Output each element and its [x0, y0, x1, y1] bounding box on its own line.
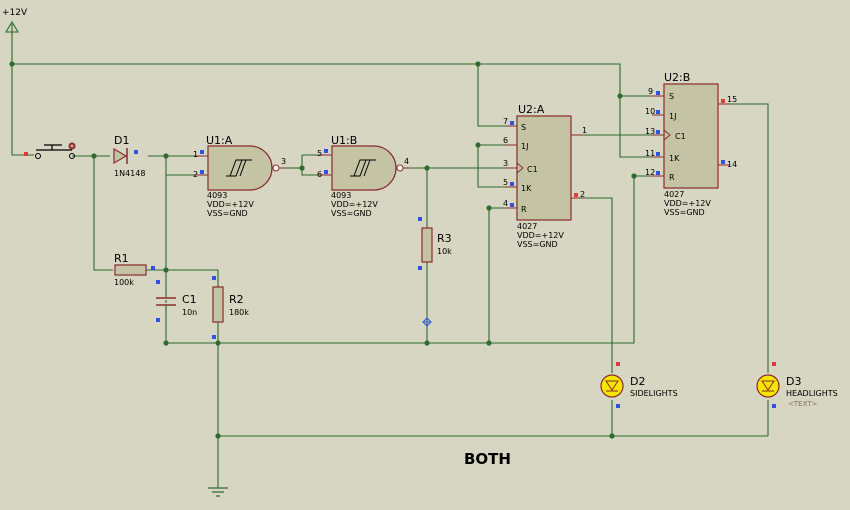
u2a-pin-4: 4	[503, 199, 508, 208]
u1b-pin-5: 5	[317, 149, 322, 158]
u1a-vdd: VDD=+12V	[207, 200, 254, 209]
u2b-pin-10: 10	[645, 107, 655, 116]
u2a-name-1j: 1J	[521, 142, 528, 151]
d1-value: 1N4148	[114, 169, 145, 178]
u2a-pin-5: 5	[503, 178, 508, 187]
resistor-r1[interactable]: R1 100k	[114, 252, 155, 287]
u1b-vss: VSS=GND	[331, 209, 372, 218]
d2-value: SIDELIGHTS	[630, 389, 678, 398]
u2a-vdd: VDD=+12V	[517, 231, 564, 240]
power-terminal[interactable]: +12V	[2, 8, 28, 33]
d2-ref: D2	[630, 375, 645, 388]
d3-extra: <TEXT>	[788, 400, 818, 408]
u1a-pin-2: 2	[193, 170, 198, 179]
junctions	[9, 61, 637, 439]
led-d2[interactable]: D2 SIDELIGHTS	[600, 362, 678, 408]
r3-ref: R3	[437, 232, 452, 245]
u1b-pin-4: 4	[404, 157, 409, 166]
u1b-vdd: VDD=+12V	[331, 200, 378, 209]
u2b-pin-9: 9	[648, 87, 653, 96]
gate-u1b[interactable]: U1:B 5 6 4 4093 VDD=+12V VSS=GND	[317, 134, 410, 218]
capacitor-c1[interactable]: C1 10n	[154, 280, 197, 322]
both-label: BOTH	[464, 450, 511, 468]
u1a-part: 4093	[207, 191, 227, 200]
u2b-vss: VSS=GND	[664, 208, 705, 217]
u2a-part: 4027	[517, 222, 537, 231]
u2a-pin-7: 7	[503, 117, 508, 126]
flipflop-u2b[interactable]: U2:B S 1J C1 1K R 9 10 13 11 12 15 14 40…	[645, 71, 737, 217]
ground-symbol	[208, 487, 228, 497]
u1b-part: 4093	[331, 191, 351, 200]
u2a-pin-3: 3	[503, 159, 508, 168]
r1-value: 100k	[114, 278, 134, 287]
u2b-name-1k: 1K	[669, 154, 680, 163]
diode-d1[interactable]: D1 1N4148	[113, 134, 145, 178]
u2a-name-s: S	[521, 123, 526, 132]
u2a-pin-1: 1	[582, 126, 587, 135]
u2b-pin-14: 14	[727, 160, 737, 169]
u1a-ref: U1:A	[206, 134, 233, 147]
u2b-name-c1: C1	[675, 132, 686, 141]
r2-ref: R2	[229, 293, 244, 306]
u2a-name-r: R	[521, 205, 527, 214]
r1-ref: R1	[114, 252, 129, 265]
u1a-pin-3: 3	[281, 157, 286, 166]
u2a-vss: VSS=GND	[517, 240, 558, 249]
wires	[11, 32, 769, 488]
power-label: +12V	[2, 8, 28, 18]
d3-ref: D3	[786, 375, 801, 388]
d1-ref: D1	[114, 134, 129, 147]
u2b-name-s: S	[669, 92, 674, 101]
r3-value: 10k	[437, 247, 452, 256]
c1-ref: C1	[182, 293, 197, 306]
u2b-pin-11: 11	[645, 149, 655, 158]
u2b-pin-12: 12	[645, 168, 655, 177]
d3-value: HEADLIGHTS	[786, 389, 838, 398]
u2a-name-1k: 1K	[521, 184, 532, 193]
u2b-name-1j: 1J	[669, 112, 676, 121]
u2a-pin-6: 6	[503, 136, 508, 145]
u1b-pin-6: 6	[317, 170, 322, 179]
gate-u1a[interactable]: U1:A 1 2 3 4093 VDD=+12V VSS=GND	[193, 134, 286, 218]
u2b-name-r: R	[669, 173, 675, 182]
u2a-name-c1: C1	[527, 165, 538, 174]
u2b-vdd: VDD=+12V	[664, 199, 711, 208]
flipflop-u2a[interactable]: U2:A S 1J C1 1K R 7 6 3 5 4 1 2 4027 VDD…	[503, 103, 587, 249]
c1-value: 10n	[182, 308, 197, 317]
u1a-vss: VSS=GND	[207, 209, 248, 218]
resistor-r2[interactable]: R2 180k	[212, 276, 249, 339]
u2b-ref: U2:B	[664, 71, 690, 84]
u2a-ref: U2:A	[518, 103, 545, 116]
led-d3[interactable]: D3 HEADLIGHTS <TEXT>	[756, 362, 838, 408]
resistor-r3[interactable]: R3 10k	[418, 217, 452, 327]
u2b-part: 4027	[664, 190, 684, 199]
u2b-pin-13: 13	[645, 127, 655, 136]
u2b-pin-15: 15	[727, 95, 737, 104]
u1b-ref: U1:B	[331, 134, 357, 147]
u1a-pin-1: 1	[193, 150, 198, 159]
r2-value: 180k	[229, 308, 249, 317]
push-button[interactable]	[24, 142, 76, 159]
u2a-pin-2: 2	[580, 190, 585, 199]
